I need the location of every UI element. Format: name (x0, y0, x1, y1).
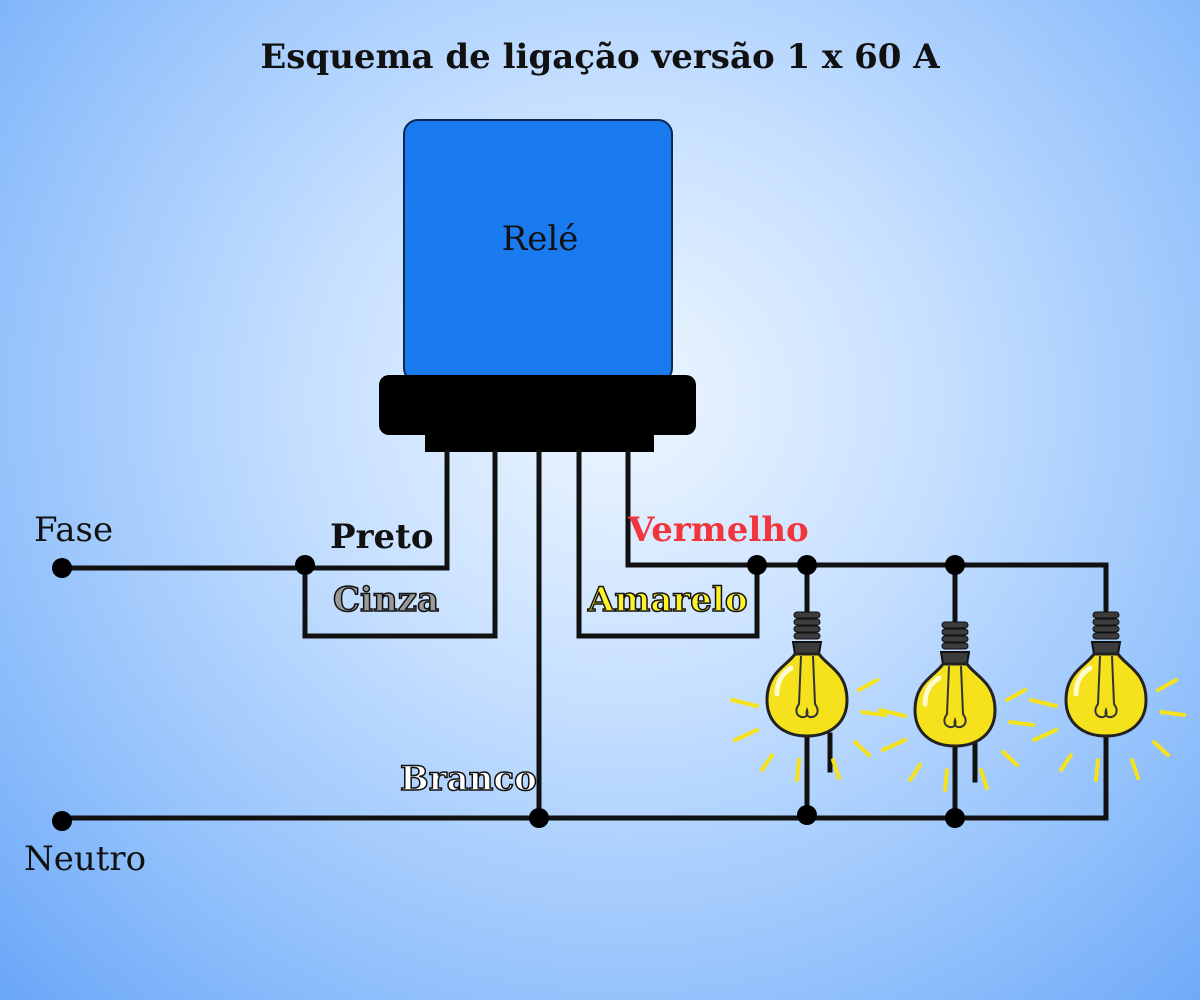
lamp-socket-ring (941, 628, 969, 636)
lamp-glass (913, 662, 997, 748)
wire-cinza (302, 449, 498, 639)
lamp-ray (1029, 698, 1058, 708)
neutro-label: Neutro (24, 839, 146, 879)
lamp-neck (791, 641, 823, 655)
wire-amarelo (576, 449, 760, 639)
lamp-filament (795, 655, 819, 719)
lamp-ray (1094, 758, 1100, 782)
lamp-socket-ring (941, 635, 969, 643)
junction-dot (529, 808, 549, 828)
lamp-ray (908, 763, 922, 782)
wire-vermelho (625, 449, 1109, 613)
lamp-ray (1159, 710, 1186, 717)
lamp-ray (878, 708, 907, 718)
lamp-2 (878, 621, 1035, 792)
lamp-1 (730, 611, 887, 782)
lamp-glass (765, 652, 849, 738)
lamp-filament (1094, 655, 1118, 719)
lamps (730, 611, 1186, 792)
lamp-filament (943, 665, 967, 729)
junction-dot (747, 555, 767, 575)
lamp-ray (733, 728, 759, 742)
lamp-socket-ring (941, 621, 969, 629)
lamp-ray (760, 753, 774, 772)
junction-dot (945, 808, 965, 828)
lamp-ray (1156, 678, 1178, 692)
lamp-neck (1090, 641, 1122, 655)
lamp-ray (1152, 740, 1170, 757)
amarelo-label: Amarelo (587, 580, 748, 620)
lamp-ray (795, 758, 801, 782)
lamp-highlight (774, 665, 794, 697)
lamp-socket-ring (1092, 625, 1120, 633)
lamp-socket-ring (793, 618, 821, 626)
fase-terminal-dot (52, 558, 72, 578)
junctions (52, 555, 965, 831)
lamp-highlight (922, 675, 942, 707)
preto-label: Preto (330, 517, 434, 557)
lamp-ray (1059, 753, 1073, 772)
lamp-socket-ring (793, 611, 821, 619)
relay-label: Relé (502, 219, 579, 259)
lamp-ray (979, 768, 989, 790)
lamp-socket-ring (1092, 611, 1120, 619)
diagram-title: Esquema de ligação versão 1 x 60 A (260, 37, 940, 77)
lamp-3 (1029, 611, 1186, 782)
lamp-ray (1001, 750, 1019, 767)
wire-neutro-bus (59, 732, 1109, 821)
relay-base-lower (425, 430, 654, 452)
vermelho-label: Vermelho (627, 510, 809, 550)
lamp-ray (881, 738, 907, 752)
lamp-highlight (1073, 665, 1093, 697)
lamp-neck (939, 651, 971, 665)
lamp-ray (831, 758, 841, 780)
junction-dot (295, 555, 315, 575)
lamp-socket-ring (793, 632, 821, 640)
lamp-socket-ring (793, 625, 821, 633)
lamp-socket-ring (941, 642, 969, 650)
cinza-label: Cinza (333, 580, 439, 620)
lamp-ray (853, 740, 871, 757)
lamp-ray (1032, 728, 1058, 742)
wire-preto (59, 449, 450, 571)
relay-base (379, 375, 696, 435)
junction-dot (797, 805, 817, 825)
relay: Relé (379, 119, 696, 452)
junction-dot (945, 555, 965, 575)
lamp-ray (1005, 688, 1027, 702)
lamp-ray (857, 678, 879, 692)
lamp-socket-ring (1092, 632, 1120, 640)
lamp-socket-ring (1092, 618, 1120, 626)
lamp-ray (730, 698, 759, 708)
lamp-ray (943, 768, 949, 792)
fase-label: Fase (34, 510, 113, 550)
branco-label: Branco (400, 759, 537, 799)
lamp-ray (1130, 758, 1140, 780)
neutro-terminal-dot (52, 811, 72, 831)
junction-dot (797, 555, 817, 575)
lamp-ray (1008, 720, 1035, 727)
wires (59, 449, 1109, 821)
lamp-glass (1064, 652, 1148, 738)
lamp-ray (860, 710, 887, 717)
